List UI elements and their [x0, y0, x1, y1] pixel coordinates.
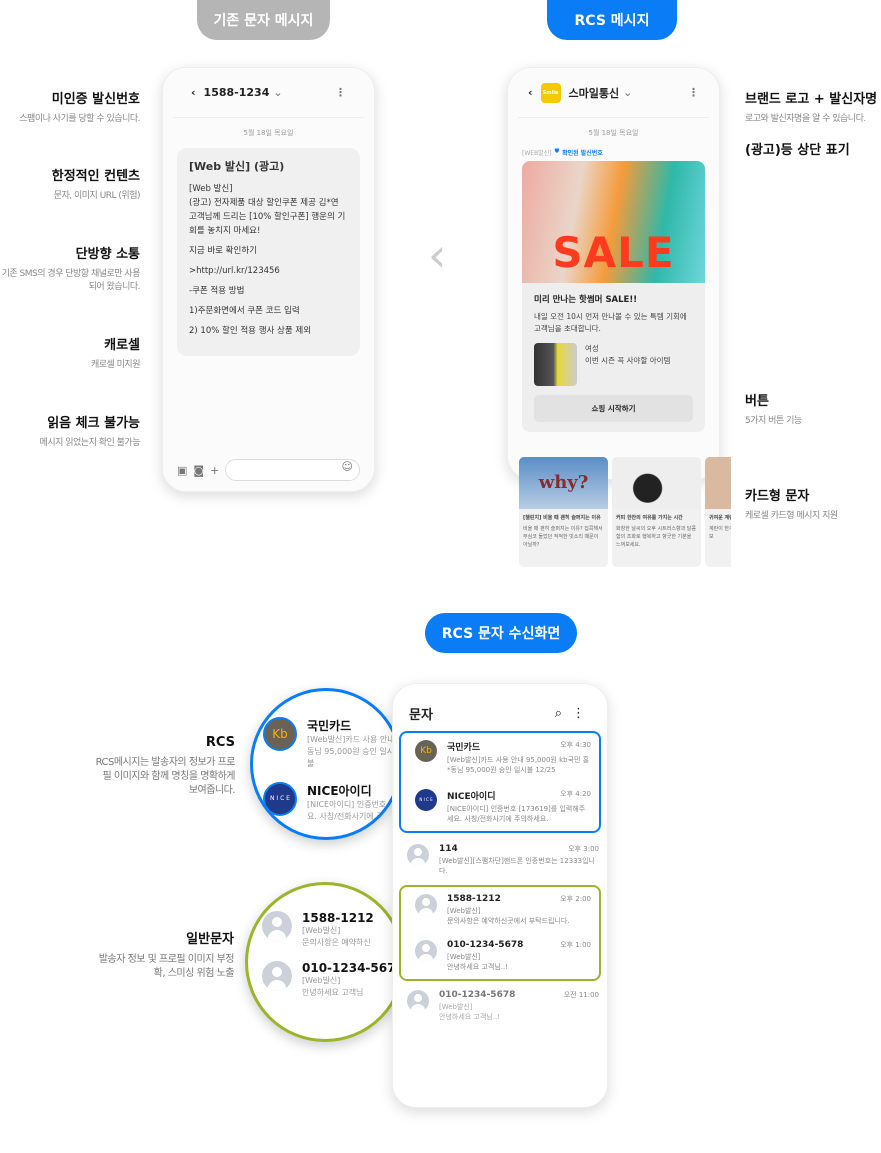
- product-image: [534, 343, 577, 386]
- rcs-phone: ‹ Smile 스마일통신 ⌄ ⋮ 5월 18일 목요일 [WEB발신] ⛊ 확…: [507, 67, 720, 480]
- message-link: >http://url.kr/123456: [189, 266, 280, 276]
- more-icon[interactable]: ⋮: [572, 706, 585, 721]
- carousel-title: [챌린지] 비올 때 괜히 슬퍼지는 이유: [523, 515, 601, 521]
- search-icon[interactable]: ⌕: [554, 706, 562, 721]
- chevron-down-icon[interactable]: ⌄: [273, 86, 283, 99]
- carousel-image: [612, 457, 701, 509]
- back-icon[interactable]: ‹: [528, 86, 533, 99]
- carousel-title: 커피 한잔의 여유를 가지는 시간: [616, 515, 683, 521]
- sale-image: SALE: [522, 161, 705, 283]
- gallery-icon[interactable]: ▣: [177, 463, 188, 477]
- web-tag-row: [WEB발신] ⛊ 확인된 발신번호: [522, 148, 705, 157]
- web-tag: [WEB발신]: [522, 150, 552, 157]
- nice-logo: N I C E: [263, 782, 297, 816]
- carousel-image: why?: [519, 457, 608, 509]
- nice-logo: N I C E: [415, 789, 437, 811]
- legacy-sms-pill: 기존 문자 메시지: [197, 0, 330, 40]
- emoji-icon[interactable]: ☺: [341, 460, 353, 473]
- verified-shield-icon: ⛊: [554, 148, 560, 155]
- avatar-icon: [407, 990, 429, 1012]
- brand-name: 스마일통신: [568, 86, 620, 100]
- carousel-title: 귀여운 계란: [709, 515, 731, 521]
- avatar-icon: [407, 844, 429, 866]
- message-input-bar: ▣ ◙ + ☺: [177, 459, 360, 481]
- feature-ad-label: (광고)등 상단 표기: [745, 143, 850, 158]
- kb-logo: Kb: [263, 717, 297, 751]
- kb-logo: Kb: [415, 740, 437, 762]
- message-date: 5월 18일 목요일: [243, 129, 294, 137]
- message-title: [Web 발신] (광고): [189, 160, 285, 173]
- card-desc: 내일 오전 10시 먼저 만나볼 수 있는 특템 기회에 고객님을 초대합니다.: [534, 312, 687, 333]
- chevron-left-icon: ‹: [428, 228, 447, 282]
- carousel-image: [705, 457, 731, 509]
- legacy-header: ‹ 1588-1234 ⌄ ⋮: [173, 68, 364, 118]
- avatar-icon: [415, 940, 437, 962]
- chevron-down-icon[interactable]: ⌄: [623, 86, 633, 99]
- inbox-title: 문자: [409, 708, 433, 723]
- plus-icon[interactable]: +: [210, 463, 220, 477]
- avatar-icon: [262, 961, 292, 991]
- brand-logo: Smile: [540, 82, 561, 103]
- verified-label: 확인된 발신번호: [562, 150, 603, 157]
- rcs-message-pill: RCS 메시지: [547, 0, 677, 40]
- message-line: 2) 10% 할인 적용 행사 상품 제외: [189, 326, 312, 336]
- legacy-message-bubble: [Web 발신] (광고) [Web 발신] (광고) 전자제품 대상 할인쿠폰…: [177, 148, 360, 356]
- message-input[interactable]: ☺: [225, 459, 360, 481]
- message-date: 5월 18일 목요일: [588, 129, 639, 137]
- message-line: 지금 바로 확인하기: [189, 246, 257, 256]
- legacy-phone: ‹ 1588-1234 ⌄ ⋮ 5월 18일 목요일 [Web 발신] (광고)…: [162, 67, 375, 492]
- sale-text: SALE: [552, 228, 675, 277]
- carousel-card[interactable]: 귀여운 계란계란이 한가득 한판에 모두 한번 들어보: [705, 457, 731, 567]
- sms-magnifier: 1588-1212[Web발신] 문의사항은 예약하신 010-1234-567…: [245, 882, 405, 1042]
- avatar-icon: [262, 911, 292, 941]
- card-title: 미리 만나는 핫썸머 SALE!!: [534, 295, 638, 305]
- back-icon[interactable]: ‹: [191, 86, 196, 99]
- rcs-inbox-pill: RCS 문자 수신화면: [425, 613, 577, 653]
- shopping-button[interactable]: 쇼핑 시작하기: [534, 395, 693, 422]
- avatar-icon: [415, 894, 437, 916]
- rcs-header: ‹ Smile 스마일통신 ⌄ ⋮: [518, 68, 709, 118]
- message-line: 1)주문화면에서 쿠폰 코드 입력: [189, 306, 300, 316]
- carousel-desc: 비올 때 괜히 슬퍼지는 이유? 집콕해서 무심코 들었던 적적한 빗소리 때문…: [523, 526, 603, 548]
- camera-icon[interactable]: ◙: [193, 463, 205, 477]
- more-icon[interactable]: ⋮: [335, 86, 346, 99]
- item-category: 여성: [585, 344, 599, 353]
- carousel-desc: 화창한 날씨의 오후 시트러스향과 달콤함의 조화로 행복하고 향긋한 기분을 …: [616, 526, 696, 548]
- item-desc: 이번 시즌 꼭 사야할 아이템: [585, 356, 671, 365]
- message-line: -쿠폰 적용 방법: [189, 286, 245, 296]
- carousel-desc: 계란이 한가득 한판에 모두 한번 들어보: [709, 526, 731, 540]
- sender-number: 1588-1234: [203, 86, 270, 99]
- more-icon[interactable]: ⋮: [688, 86, 699, 99]
- message-body: [Web 발신] (광고) 전자제품 대상 할인쿠폰 제공 김*연 고객님께 드…: [189, 184, 346, 236]
- rich-card: SALE 미리 만나는 핫썸머 SALE!! 내일 오전 10시 먼저 만나볼 …: [522, 161, 705, 432]
